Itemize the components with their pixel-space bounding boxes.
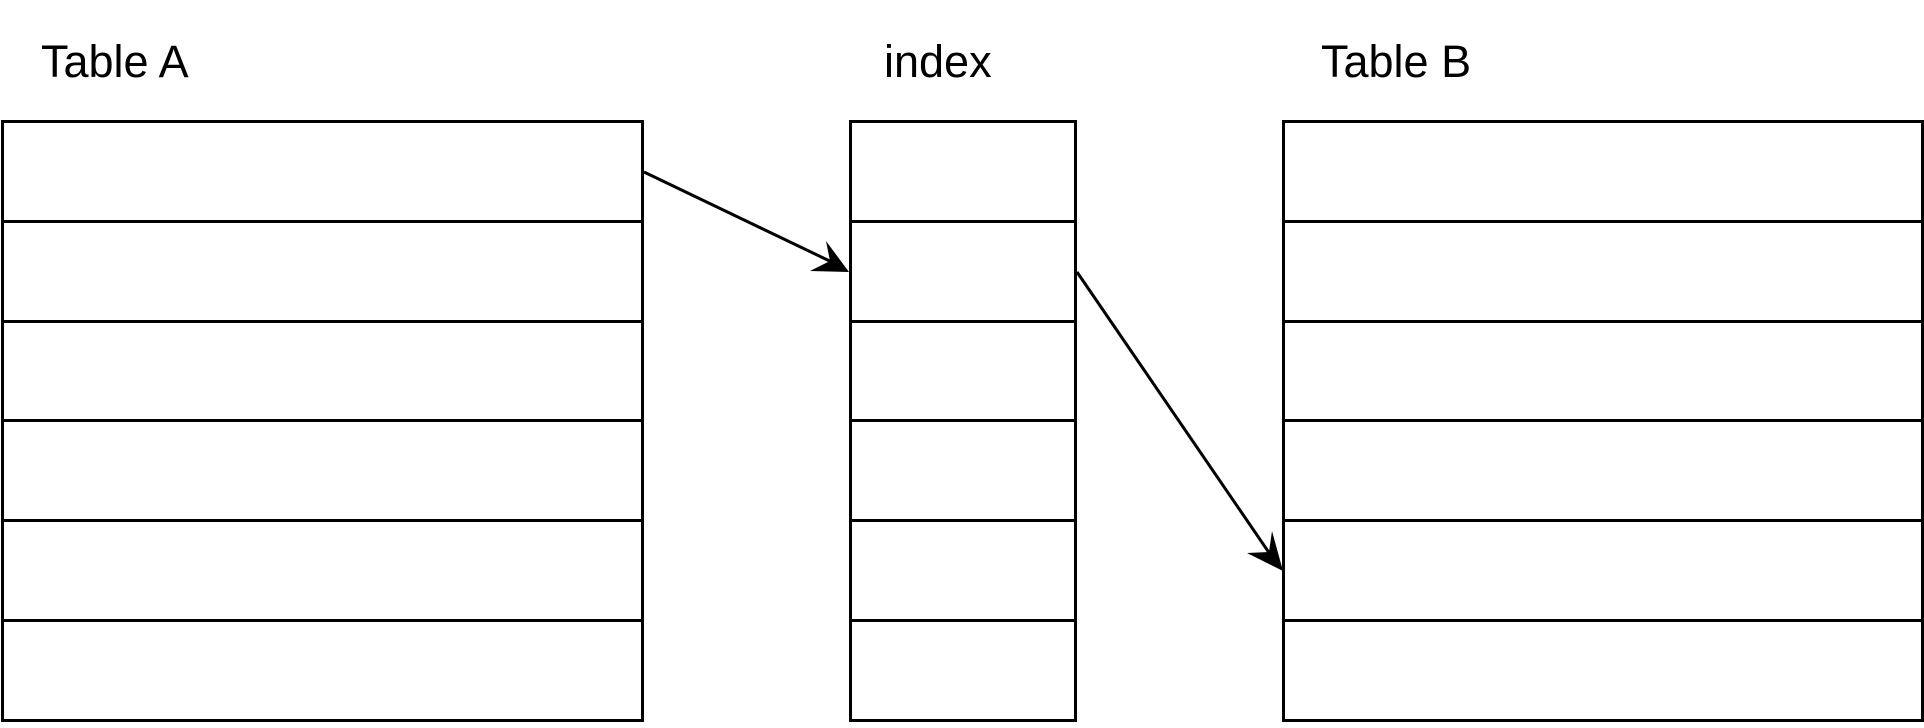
index-row — [852, 319, 1074, 420]
table-a-row — [4, 419, 641, 519]
table-a-label: Table A — [41, 36, 189, 87]
table-b-row — [1285, 419, 1921, 519]
table-a — [1, 120, 644, 722]
index-row — [852, 219, 1074, 320]
table-a-row — [4, 519, 641, 619]
table-a-row — [4, 123, 641, 220]
arrow-head-index — [810, 241, 849, 272]
table-b-row — [1285, 219, 1921, 320]
arrow-table-a-to-index — [643, 170, 839, 267]
index-table — [849, 120, 1077, 722]
table-a-row — [4, 219, 641, 320]
index-row — [852, 619, 1074, 719]
index-label: index — [884, 36, 992, 87]
table-a-row — [4, 619, 641, 719]
index-row — [852, 419, 1074, 519]
table-b-row — [1285, 519, 1921, 619]
table-b-row — [1285, 319, 1921, 420]
index-row — [852, 123, 1074, 220]
index-row — [852, 519, 1074, 619]
table-a-row — [4, 319, 641, 420]
table-b-label: Table B — [1321, 36, 1472, 87]
arrow-index-to-table-b — [1075, 271, 1274, 558]
table-b-row — [1285, 123, 1921, 220]
table-b — [1282, 120, 1924, 722]
arrow-head-table-b — [1247, 531, 1283, 571]
table-b-row — [1285, 619, 1921, 719]
